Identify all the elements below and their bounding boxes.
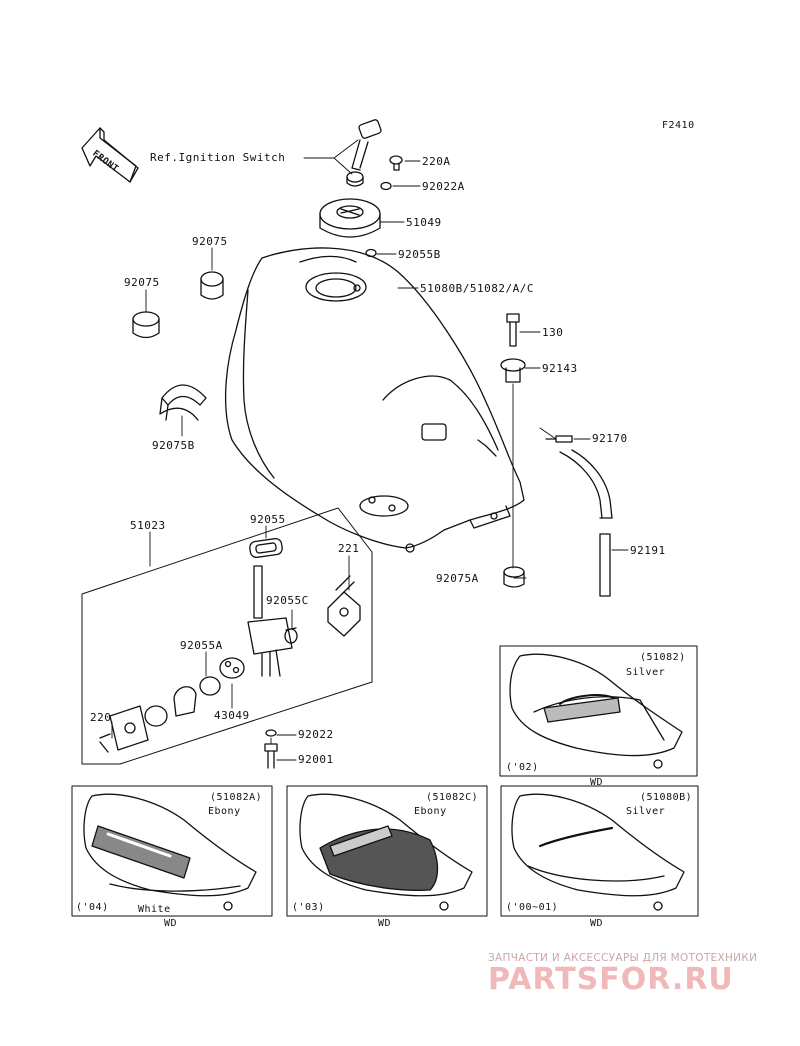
variant-51080b-wd: WD — [590, 918, 604, 929]
ref-ignition-label: Ref.Ignition Switch — [150, 151, 286, 164]
part-130[interactable]: 130 — [542, 326, 564, 339]
part-220[interactable]: 220 — [90, 711, 112, 724]
washer-92022a-icon — [380, 181, 392, 191]
screw-220-icon — [99, 733, 111, 753]
part-92075b[interactable]: 92075B — [152, 439, 195, 452]
variant-51082a-wd: WD — [164, 918, 178, 929]
strainer-43049-icon — [219, 657, 245, 679]
part-92022a[interactable]: 92022A — [422, 180, 465, 193]
leader-lines — [111, 139, 629, 761]
variant-51082-year: ('02) — [506, 762, 539, 773]
part-92001[interactable]: 92001 — [298, 753, 334, 766]
variant-boxes — [71, 645, 699, 917]
ignition-key-icon — [346, 119, 382, 187]
damper-92075a-icon — [503, 566, 525, 588]
tube-92191-icon — [599, 533, 611, 597]
variant-51082c-wd: WD — [378, 918, 392, 929]
part-51049[interactable]: 51049 — [406, 216, 442, 229]
fuel-cock-assembly-box — [81, 507, 373, 765]
tank-variant-51082a-icon — [83, 793, 257, 911]
variant-51082a-color: Ebony — [208, 806, 241, 817]
clip-92170-icon — [545, 435, 573, 443]
part-220a[interactable]: 220A — [422, 155, 451, 168]
part-221[interactable]: 221 — [338, 542, 360, 555]
part-92055a[interactable]: 92055A — [180, 639, 223, 652]
part-92075a[interactable]: 92075A — [436, 572, 479, 585]
tank-variant-51080b-icon — [511, 793, 685, 911]
fuel-cock-lever-221-icon — [327, 575, 361, 637]
variant-51080b-code: (51080B) — [640, 792, 693, 803]
oring-92055a-icon — [199, 676, 221, 696]
seal-ring-icon — [144, 705, 168, 727]
damper-92075b-icon — [159, 384, 207, 421]
breather-hose-icon — [559, 449, 613, 519]
bolt-92001-icon — [264, 743, 278, 769]
variant-51082a-code: (51082A) — [210, 792, 263, 803]
variant-51082c-code: (51082C) — [426, 792, 479, 803]
screw-220a-icon — [389, 155, 403, 171]
part-92191[interactable]: 92191 — [630, 544, 666, 557]
part-92055b[interactable]: 92055B — [398, 248, 441, 261]
variant-51080b-color: Silver — [626, 806, 666, 817]
part-51080b[interactable]: 51080B/51082/A/C — [420, 282, 534, 295]
part-92075-left[interactable]: 92075 — [124, 276, 160, 289]
gasket-92055-icon — [249, 537, 283, 559]
fuel-cock-body-icon — [247, 565, 297, 677]
washer-92022-icon — [265, 729, 277, 737]
bolt-130-icon — [506, 313, 520, 347]
fuel-cap-51049-icon — [319, 198, 381, 238]
part-92022[interactable]: 92022 — [298, 728, 334, 741]
part-92075-top[interactable]: 92075 — [192, 235, 228, 248]
variant-51082-color: Silver — [626, 667, 666, 678]
part-92143[interactable]: 92143 — [542, 362, 578, 375]
fuel-tank-icon — [224, 247, 525, 553]
part-43049[interactable]: 43049 — [214, 709, 250, 722]
part-92055c[interactable]: 92055C — [266, 594, 309, 607]
filter-cup-icon — [173, 686, 197, 717]
variant-51082a-color2: White — [138, 904, 171, 915]
damper-92075-top-icon — [200, 271, 224, 300]
variant-51082-wd: WD — [590, 777, 604, 788]
part-92170[interactable]: 92170 — [592, 432, 628, 445]
figure-code: F2410 — [662, 120, 695, 131]
variant-51082-code: (51082) — [640, 652, 686, 663]
variant-51080b-year: ('00~01) — [506, 902, 559, 913]
watermark-logo[interactable]: PARTSFOR.RU — [488, 962, 734, 997]
variant-51082a-year: ('04) — [76, 902, 109, 913]
part-51023[interactable]: 51023 — [130, 519, 166, 532]
variant-51082c-year: ('03) — [292, 902, 325, 913]
variant-51082c-color: Ebony — [414, 806, 447, 817]
tank-variant-51082c-icon — [299, 793, 473, 911]
plate-flange-icon — [109, 705, 149, 751]
damper-92075-left-icon — [132, 311, 160, 339]
watermark-tagline: ЗАПЧАСТИ И АКСЕССУАРЫ ДЛЯ МОТОТЕХНИКИ — [488, 952, 758, 964]
tank-variant-51082-icon — [509, 653, 683, 769]
part-92055[interactable]: 92055 — [250, 513, 286, 526]
oring-92055c-icon — [284, 628, 298, 644]
front-arrow-icon — [81, 127, 139, 183]
collar-92143-icon — [500, 358, 526, 383]
